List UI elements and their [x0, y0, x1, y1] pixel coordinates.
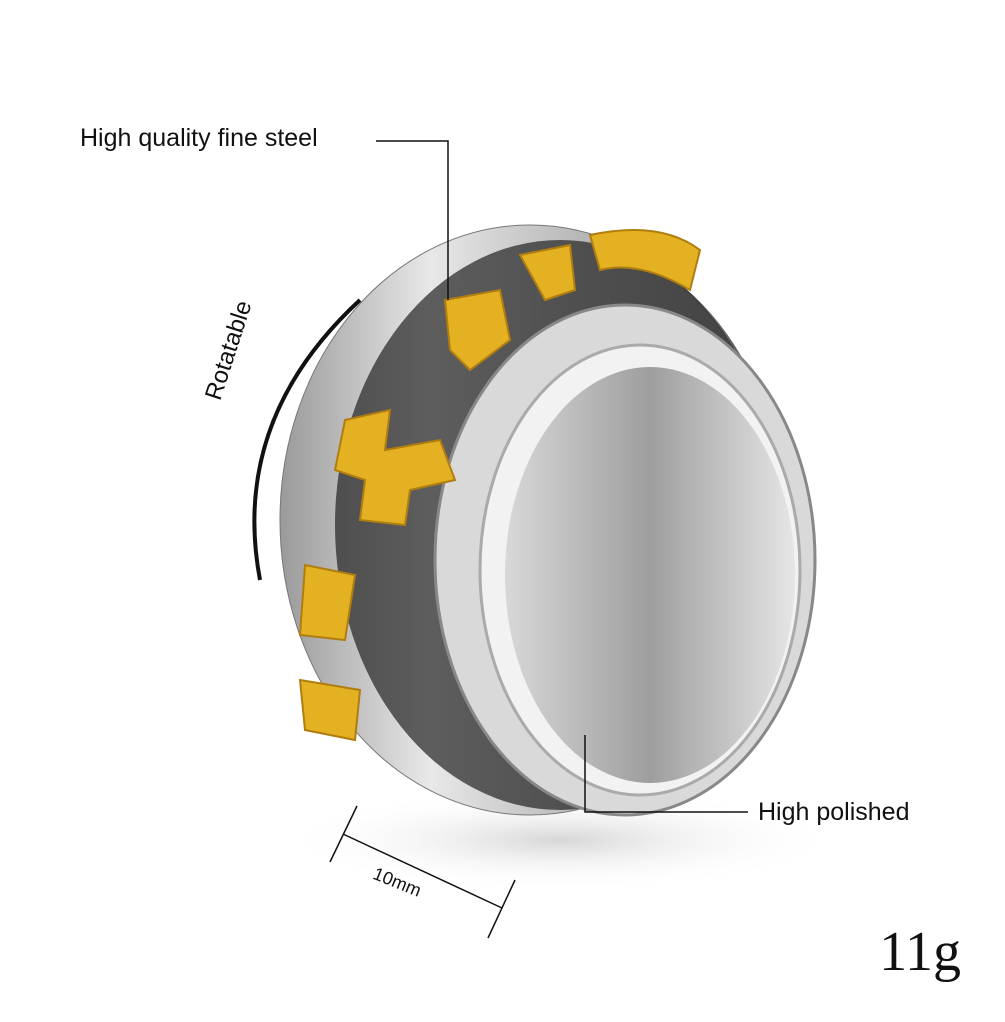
rotation-arc	[252, 298, 362, 581]
material-callout-line	[376, 140, 449, 300]
material-label: High quality fine steel	[80, 124, 318, 152]
gold-symbols	[298, 229, 702, 742]
ring-shadow	[280, 790, 840, 890]
weight-label: 11g	[879, 921, 961, 983]
width-dimension-line	[342, 833, 503, 909]
finish-callout-line	[584, 735, 748, 813]
ring-inner-surface	[505, 367, 795, 783]
finish-label: High polished	[758, 798, 910, 826]
